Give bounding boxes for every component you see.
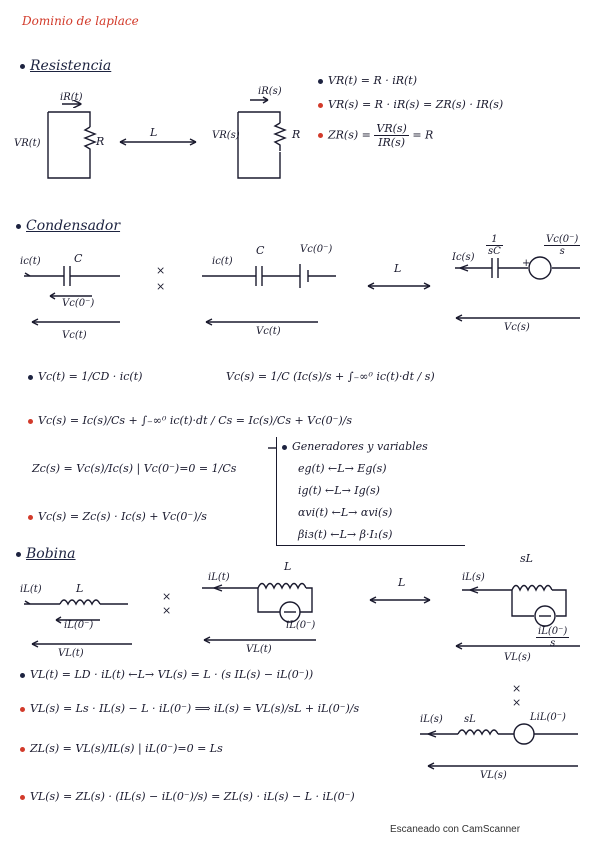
resistor-circuit-laplace (237, 96, 287, 179)
capacitor-circuit-1 (24, 266, 120, 326)
label-il0-2: iL(0⁻) (286, 620, 316, 631)
generadores-row-4: βiз(t) ←L→ β·I₁(s) (298, 528, 393, 541)
label-ic-s: Ic(s) (452, 252, 475, 263)
inductor-circuit-2 (202, 582, 316, 644)
cross-mark-2: × (156, 280, 166, 293)
section-heading-condensador: Condensador (16, 218, 120, 234)
page-title: Dominio de laplace (22, 14, 139, 28)
laplace-symbol: L (150, 126, 158, 139)
eq-resistencia-3: ZR(s) = VR(s)IR(s) = R (318, 122, 433, 149)
laplace-symbol-3: L (398, 576, 406, 589)
cross-mark-3: × (162, 590, 172, 603)
label-il-2: iL(t) (208, 572, 230, 583)
label-source-c: Vc(0⁻)s (544, 234, 581, 257)
label-vr-t: VR(t) (14, 138, 41, 149)
generadores-box (276, 437, 465, 546)
eq-resistencia-2: VR(s) = R · iR(s) = ZR(s) · IR(s) (318, 98, 503, 111)
label-vr-s: VR(s) (212, 130, 240, 141)
generadores-heading: Generadores y variables (282, 440, 428, 453)
eq-condensador-2: Vc(s) = Ic(s)/Cs + ∫₋∞⁰ ic(t)·dt / Cs = … (28, 414, 352, 427)
label-ir-t: iR(t) (60, 92, 83, 103)
label-l-2: L (284, 560, 292, 573)
section-heading-resistencia: Resistencia (20, 58, 111, 74)
eq-resistencia-1: VR(t) = R · iR(t) (318, 74, 417, 87)
bullet-icon (16, 551, 21, 557)
label-vct-1: Vc(t) (62, 330, 87, 341)
scanner-watermark: Escaneado con CamScanner (390, 824, 521, 835)
label-ir-s: iR(s) (258, 86, 282, 97)
label-il-1: iL(t) (20, 584, 42, 595)
label-il-s-2: iL(s) (420, 714, 443, 725)
cross-mark-4: × (162, 604, 172, 617)
label-c-2: C (256, 244, 265, 257)
capacitor-circuit-laplace (455, 256, 580, 322)
label-il-s: iL(s) (462, 572, 485, 583)
eq-bobina-2: VL(s) = Ls · IL(s) − L · iL(0⁻) ⟹ iL(s) … (20, 702, 359, 715)
label-vl-2: VL(t) (246, 644, 272, 655)
label-il0-3: iL(0⁻)s (536, 626, 570, 649)
cross-mark-5: × (512, 682, 522, 695)
eq-bobina-4: VL(s) = ZL(s) · (IL(s) − iL(0⁻)/s) = ZL(… (20, 790, 355, 803)
generadores-row-3: αvi(t) ←L→ αvi(s) (298, 506, 393, 519)
label-r-2: R (292, 128, 301, 141)
generadores-row-1: eg(t) ←L→ Eg(s) (298, 462, 387, 475)
laplace-symbol-2: L (394, 262, 402, 275)
label-il0-1: iL(0⁻) (64, 620, 94, 631)
label-vcs: Vc(s) (504, 322, 530, 333)
label-l-1: L (76, 582, 84, 595)
resistor-circuit-time (47, 104, 97, 179)
label-ic-2: ic(t) (212, 256, 233, 267)
eq-bobina-1: VL(t) = LD · iL(t) ←L→ VL(s) = L · (s IL… (20, 668, 313, 681)
inductor-series-laplace (420, 723, 578, 770)
label-r-1: R (96, 135, 105, 148)
eq-condensador-1b: Vc(s) = 1/C (Ic(s)/s + ∫₋∞⁰ ic(t)·dt / s… (226, 370, 435, 383)
inductor-circuit-1 (24, 599, 132, 648)
bullet-icon (16, 223, 21, 229)
label-vl-1: VL(t) (58, 648, 84, 659)
label-vct-2: Vc(t) (256, 326, 281, 337)
generadores-row-2: ig(t) ←L→ Ig(s) (298, 484, 380, 497)
label-vl-s: VL(s) (504, 652, 531, 663)
cross-mark-6: × (512, 696, 522, 709)
label-sl-2: sL (464, 714, 476, 725)
label-sl-1: sL (520, 552, 533, 565)
label-vc0-2: Vc(0⁻) (300, 244, 333, 255)
inductor-circuit-laplace (455, 584, 580, 650)
label-vl-s-2: VL(s) (480, 770, 507, 781)
label-vc0-1: Vc(0⁻) (62, 298, 95, 309)
cross-mark-1: × (156, 264, 166, 277)
eq-condensador-3: Zc(s) = Vc(s)/Ic(s) | Vc(0⁻)=0 = 1/Cs (32, 462, 237, 475)
capacitor-circuit-2 (202, 264, 336, 326)
eq-bobina-3: ZL(s) = VL(s)/IL(s) | iL(0⁻)=0 = Ls (20, 742, 223, 755)
eq-condensador-1: Vc(t) = 1/CD · ic(t) (28, 370, 142, 383)
label-li0: LiL(0⁻) (530, 712, 566, 723)
bullet-icon (20, 63, 25, 69)
label-ic-1: ic(t) (20, 256, 41, 267)
label-c-1: C (74, 252, 83, 265)
section-heading-bobina: Bobina (16, 546, 76, 562)
eq-condensador-4: Vc(s) = Zc(s) · Ic(s) + Vc(0⁻)/s (28, 510, 207, 523)
source-plus: + (522, 258, 531, 269)
